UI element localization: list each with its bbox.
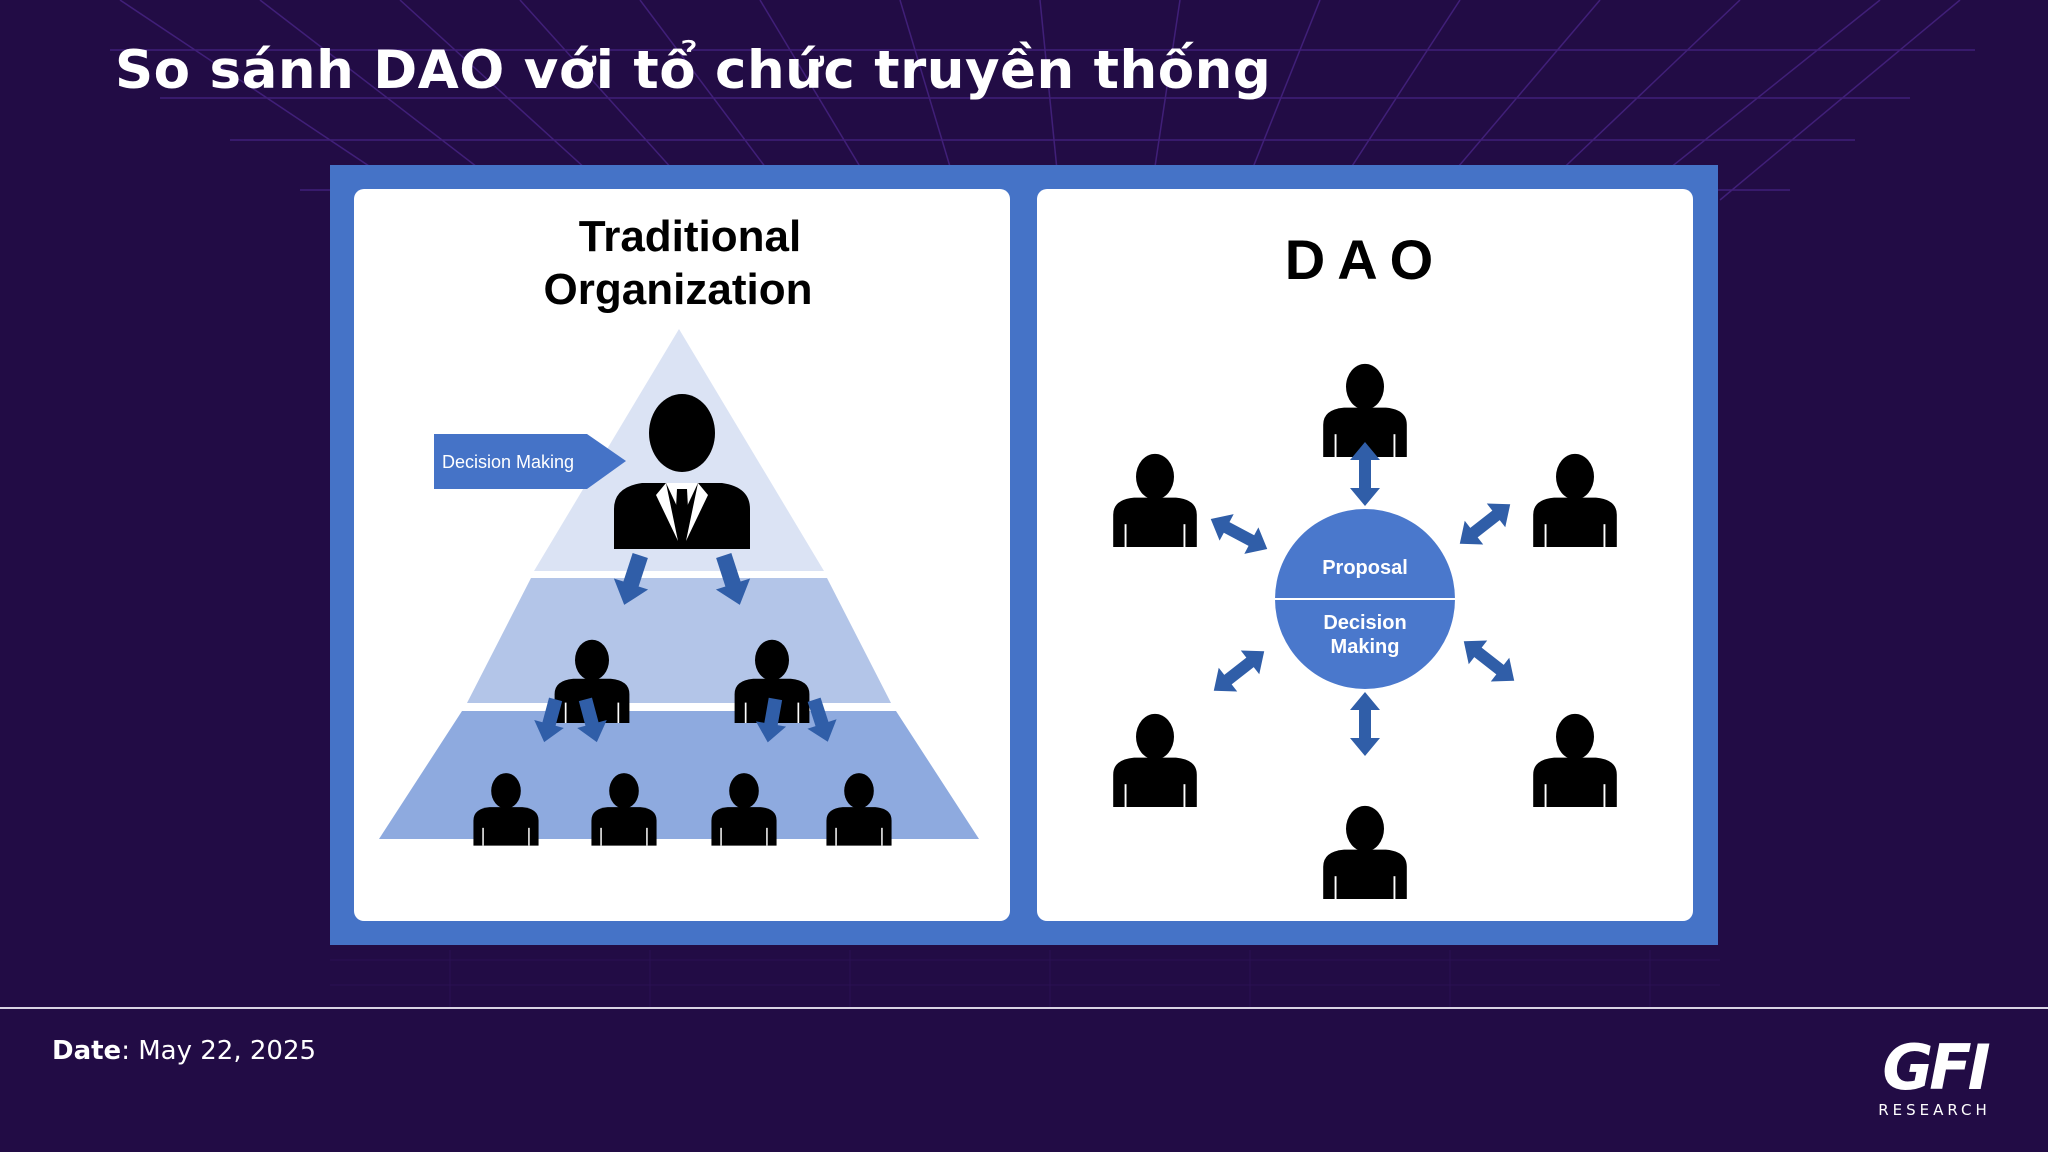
double-arrow-icon	[1450, 492, 1520, 556]
double-arrow-icon	[1350, 692, 1380, 756]
logo-subtitle: RESEARCH	[1878, 1101, 1991, 1119]
member-person-icon	[1532, 452, 1618, 548]
decision-making-tag: Decision Making	[434, 434, 626, 489]
proposal-label: Proposal	[1322, 557, 1408, 579]
gfi-research-logo: GFI RESEARCH	[1872, 1035, 1997, 1120]
date-value: : May 22, 2025	[121, 1036, 317, 1066]
double-arrow-icon	[1203, 505, 1275, 563]
traditional-title-line1: Traditional	[579, 212, 801, 261]
logo-mark: GFI	[1882, 1031, 1990, 1104]
decision-making-label: Decision Making	[442, 452, 574, 472]
decision-label-line1: Decision	[1323, 612, 1406, 634]
traditional-title-line2: Organization	[544, 265, 813, 314]
date-label: Date	[52, 1036, 122, 1066]
double-arrow-icon	[1204, 639, 1274, 703]
member-person-icon	[1112, 712, 1198, 808]
member-person-icon	[1322, 804, 1408, 900]
traditional-organization-panel: Traditional Organization Decision Making	[354, 189, 1010, 921]
footer-divider	[0, 1007, 2048, 1009]
comparison-figure: Traditional Organization Decision Making	[330, 165, 1718, 945]
member-person-icon	[1112, 452, 1198, 548]
footer-date: Date: May 22, 2025	[52, 1036, 316, 1066]
double-arrow-icon	[1454, 629, 1524, 693]
dao-title: DAO	[1285, 228, 1445, 291]
pyramid-bottom-tier	[379, 711, 979, 839]
page-title: So sánh DAO với tổ chức truyền thống	[115, 40, 1272, 101]
dao-panel: DAO Proposal Decision Making	[1037, 189, 1693, 921]
pyramid-middle-tier	[467, 578, 891, 703]
decision-label-line2: Making	[1331, 636, 1400, 658]
member-person-icon	[1532, 712, 1618, 808]
leader-person-icon	[614, 394, 750, 549]
